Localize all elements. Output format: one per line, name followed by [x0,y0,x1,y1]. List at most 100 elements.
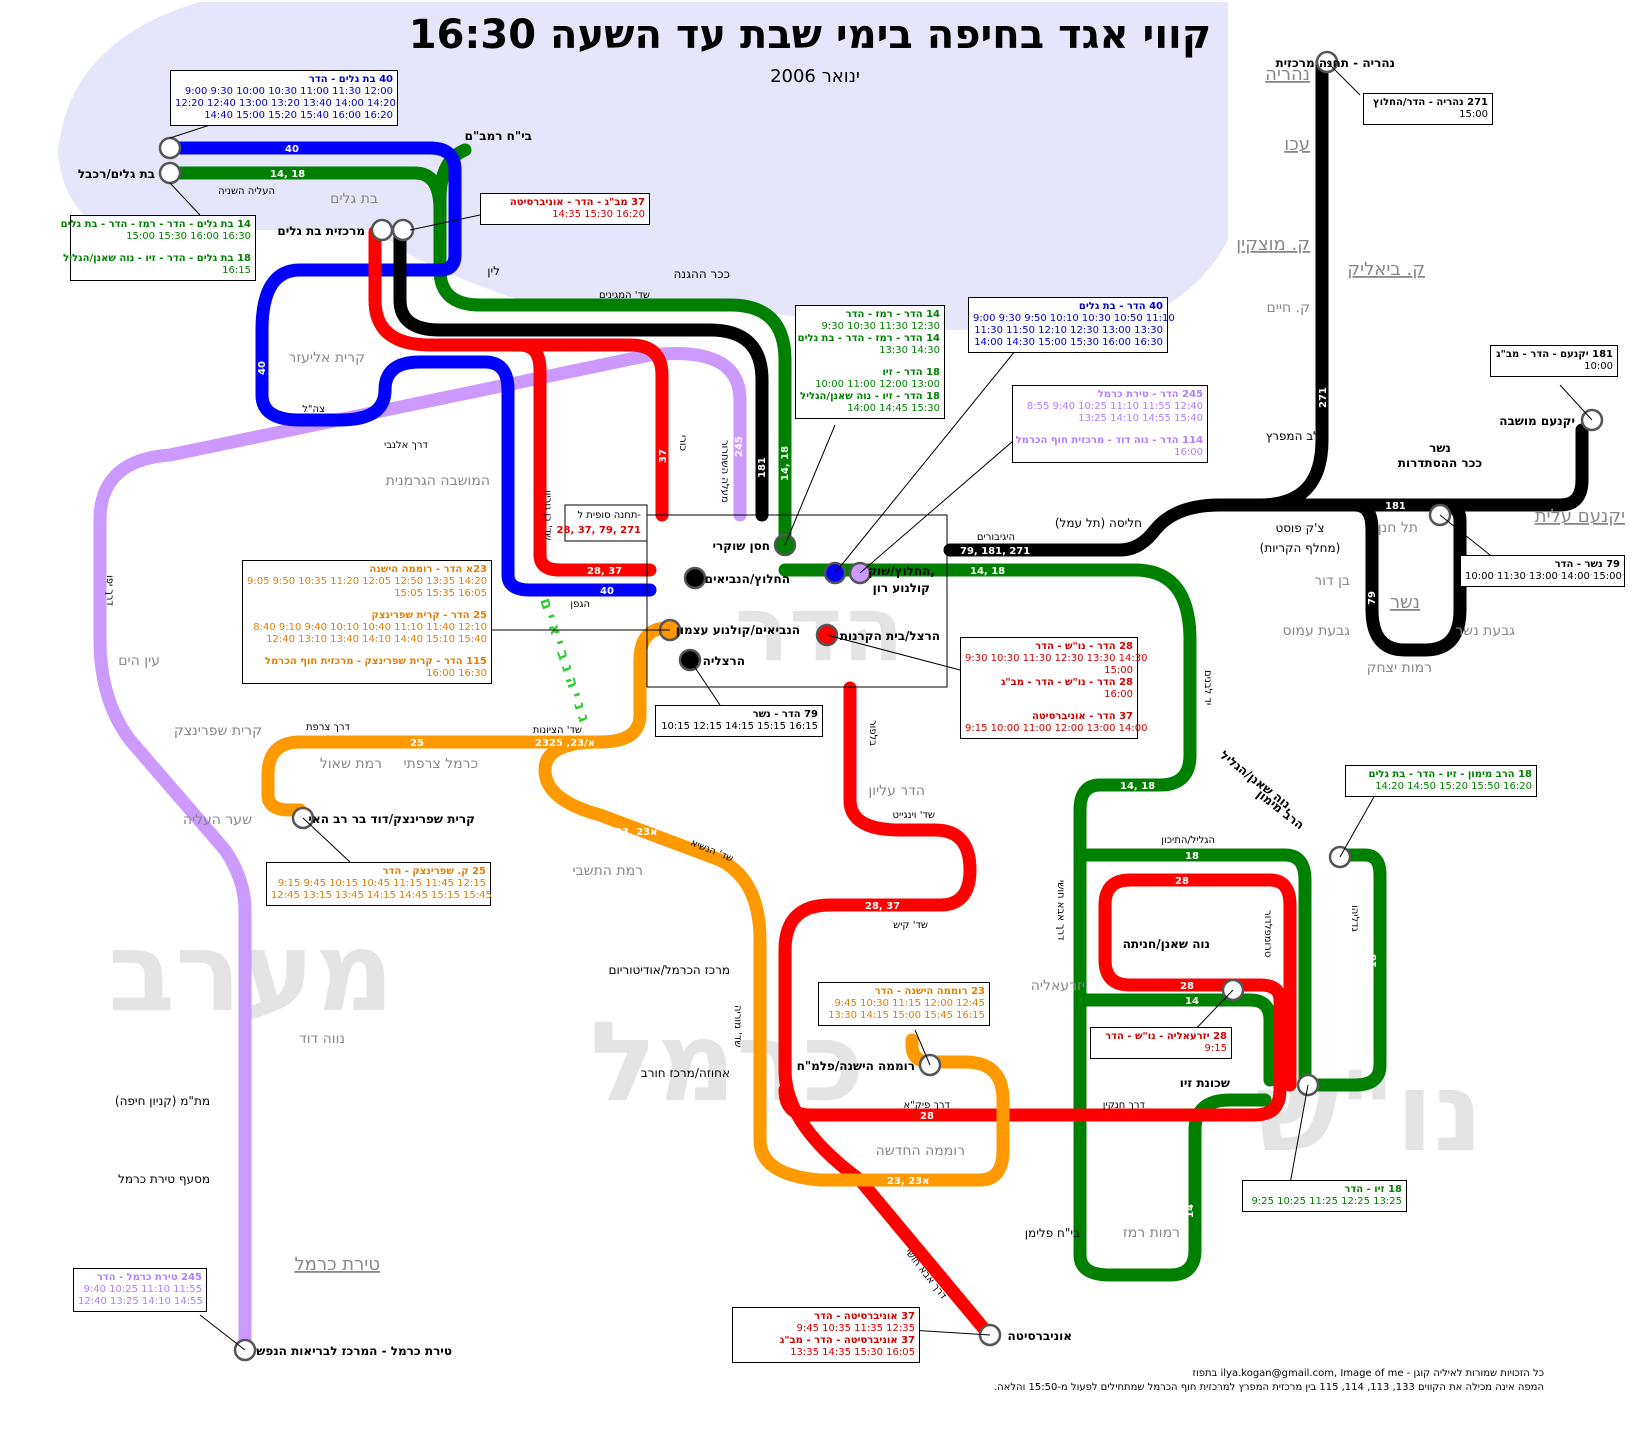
timetable-23-25-115: 23א הדר - רוממה הישנה 9:05 9:50 10:35 11… [242,560,492,684]
street-kori: כורי [677,435,688,451]
street-yad-levanim: יד לבנים [1202,670,1213,705]
line-label-14-ramot: 14 [1185,1204,1196,1218]
street-kish: שד' קיש [893,920,928,931]
gan-haneviim: ג נ י ה נ ב י א י ם [536,595,594,724]
line-label-28-37: 28, 37 [587,566,622,577]
street-galil-tichon: הגליל/התיכון [1161,835,1215,846]
label-matam: מת"מ (קניון חיפה) [115,1094,210,1108]
line-label-28-top: 28 [1175,876,1189,887]
timetable-245-hadar: 245 הדר - טירת כרמל 8:55 9:40 10:25 11:1… [1012,385,1208,463]
nb-ramot-remez: רמות רמז [1123,1225,1180,1241]
label-tirat-carmel: טירת כרמל - המרכז לבריאות הנפש [256,1344,452,1358]
nb-neve-david: נווה דוד [299,1031,345,1047]
terminal-lines: 28, 37, 79, 271 [557,525,642,536]
street-yafo: דרך יפו [104,575,115,606]
nb-ramot-yitzhak: רמות יצחק [1367,660,1432,676]
timetable-79-hadar: 79 הדר - נשר 10:15 12:15 14:15 15:15 16:… [655,705,823,737]
street-maginim: שד' המגינים [599,290,650,301]
line-label-23-diag: 23, 23א [615,827,657,838]
line-label-25: 25 [410,738,424,749]
timetable-14-18-hasan: 14 הדר - רמז - הדר 9:30 10:30 11:30 12:3… [795,305,945,419]
street-tzahal: צה"ל [302,404,325,415]
terminal-note-box [564,504,648,542]
street-tzarfat: דרך צרפת [306,722,351,733]
line-label-271: 271 [1318,387,1329,408]
line-label-14-18-v: 14, 18 [780,446,791,481]
credit-note: כל הזכויות שמורות לאיליה קוגן - ilya.kog… [994,1367,1544,1395]
timetable-40-hadar: 40 הדר - בת גלים 9:00 9:30 9:50 10:10 10… [968,297,1175,353]
town-motzkin: ק. מוצקין [1236,234,1310,255]
line-label-18: 18 [1185,851,1199,862]
street-hatzionut: שד' הציונות [533,725,582,736]
label-lev-hamifratz: לב המפרץ [1266,429,1320,443]
street-hagiborim: היגיבורים [977,532,1015,543]
street-pika: דרך פיק"א [903,1100,950,1111]
label-bat-galim-rakal: בת גלים/רכבל [78,167,155,181]
nb-bat-galim: בת גלים [330,191,378,207]
timetable-28-yizrealia: 28 יזרעאליה - נו"ש - הדר 9:15 [1090,1027,1232,1059]
line-label-245: 245 [320,451,341,462]
line-label-40: 40 [285,144,299,155]
label-shkhunat-ziv: שכונת זיו [1180,1076,1230,1090]
town-yokneam: יקנעם עלית [1535,506,1625,527]
line-label-28-37-kish: 28, 37 [865,901,900,912]
line-label-28-pika: 28 [920,1111,934,1122]
nb-givat-amos: גבעת עמוס [1283,623,1351,639]
street-allenby: דרך אלנבי [384,440,429,451]
line-label-181-271: 181 [757,457,768,478]
label-romema: רוממה הישנה/פלמ"ח [797,1059,915,1073]
nb-romema-hadasha: רוממה החדשה [876,1143,965,1159]
line-label-18-mimon: 18 [1368,954,1379,968]
line-18-mimon [1303,848,1387,1092]
station-bat-galim-central-a[interactable] [370,218,394,242]
street-abba-hushi-2: דרך אבא חושי [1055,880,1066,941]
label-bat-galim-central: מרכזית בת גלים [277,224,365,238]
label-yokneam-moshava: יקנעם מושבה [1499,414,1575,428]
station-halutz-neviim[interactable] [683,566,707,590]
nb-givat-nesher: גבעת נשר [1455,623,1515,639]
label-hasan-shukri: חסן שוקרי [712,539,770,553]
label-neviim-atzmon: הנביאים/קולנוע עצמון [676,623,800,637]
credit-line-2: המפה אינה מכילה את הקווים 133, 113, 114,… [993,1382,1544,1393]
label-halisa: חליסה (תל עמל) [1055,516,1142,530]
street-gedalyahu: גדליהו [1349,905,1360,932]
timetable-18-ziv: 18 זיו - הדר 9:25 10:25 11:25 12:25 13:2… [1242,1180,1407,1212]
label-lin: לין [487,264,500,278]
street-aliya-shniya: העליה השניה [218,186,275,197]
town-akko: עכו [1284,134,1310,155]
label-checkpost-sub: (מחלף הקריות) [1260,541,1341,555]
timetable-28-37-hadar: 28 הדר - נו"ש - הדר 9:30 10:30 11:30 12:… [960,637,1147,739]
town-nesher: נשר [1390,592,1420,613]
street-trumpeldor: טרומפלדור [1262,910,1273,957]
line-label-14: 14 [1185,996,1199,1007]
page-title: קווי אגד בחיפה בימי שבת עד השעה 16:30 [408,12,1212,58]
line-label-14-18-e: 14, 18 [970,566,1005,577]
label-tirat-junction: מסעף טירת כרמל [118,1172,210,1186]
label-herzl-keranot: הרצל/בית הקרנות [840,629,940,643]
station-bat-galim-central-b[interactable] [391,218,415,242]
timetable-37-university: 37 אוניברסיטה - הדר 9:45 10:35 11:35 12:… [732,1307,920,1363]
station-bat-galim-rakal-a[interactable] [158,136,182,160]
nb-hadar-elyon: הדר עליון [868,783,925,799]
line-label-40-side: 40 [257,361,268,375]
line-label-14-18-yad: 14, 18 [1120,781,1155,792]
town-bialik: ק. ביאליק [1347,259,1425,280]
station-bat-galim-rakal-b[interactable] [158,161,182,185]
timetable-40-bat-galim: 40 בת גלים - הדר 9:00 9:30 10:00 10:30 1… [170,70,398,126]
line-14-loop [1073,993,1277,1087]
label-halutz-neviim: החלוץ/הנביאים [705,572,790,586]
street-maale-hashihrur: מעלה השחרור [719,440,730,503]
line-label-23-romema: 23, 23א [887,1176,929,1187]
nb-ramat-shaul: רמת שאול [320,756,382,772]
line-14-18-rambam [433,143,472,247]
label-nesher-kikar2: ככר ההסתדרות [1398,456,1483,470]
line-label-79: 79 [1367,591,1378,605]
timetable-181: 181 יקנעם - הדר - מב"ג 10:00 [1490,345,1618,377]
nb-yizrealia: יזרעאליה [1031,978,1085,994]
terminal-note: תחנה סופית ל- [577,510,641,521]
label-kolnoa-ron: קולנוע רון [873,581,930,595]
label-merkaz-carmel: מרכז הכרמל/אודיטוריום [609,963,730,977]
label-ahuza: אחוזה/מרכז חורב [641,1066,730,1080]
nb-kiryat-eliezer: קרית אליעזר [288,350,365,366]
